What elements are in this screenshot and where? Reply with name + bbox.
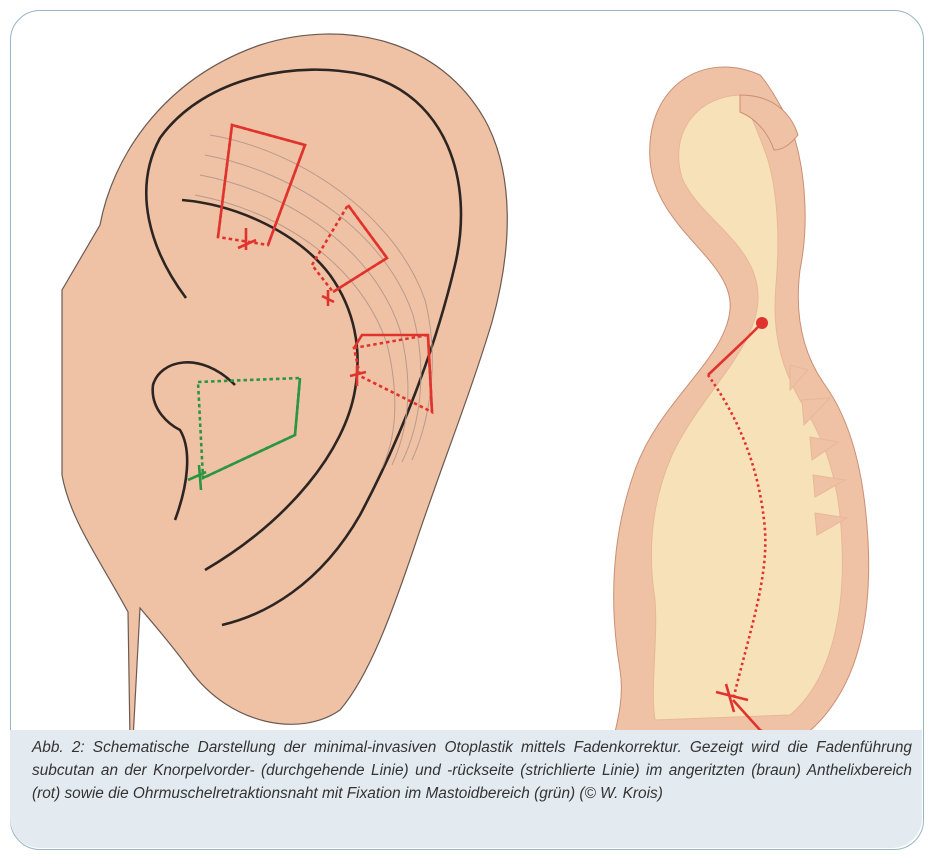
ear-cross-section [612,67,869,758]
ear-front-view [62,34,507,740]
figure-caption: Abb. 2: Schematische Darstellung der min… [32,736,912,805]
